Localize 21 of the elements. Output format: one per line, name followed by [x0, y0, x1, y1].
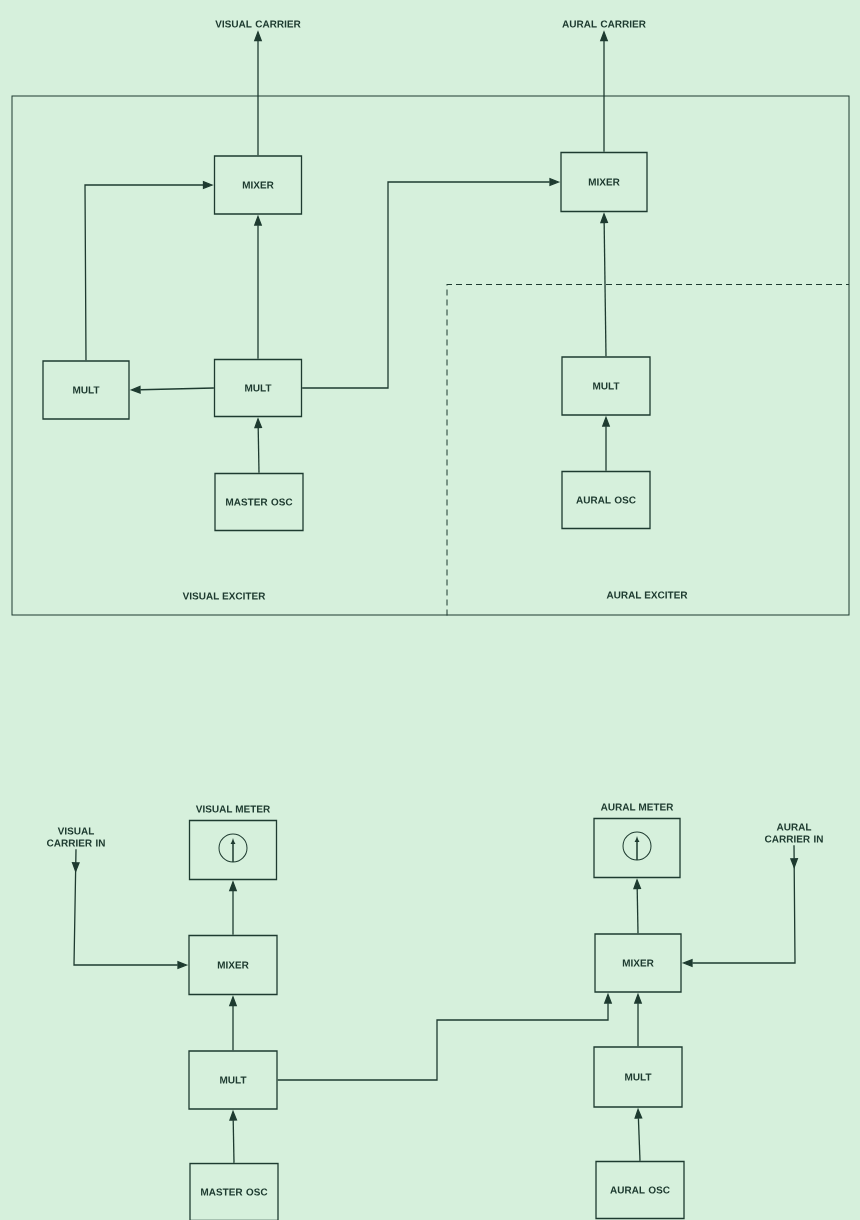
- block-box: MULT: [213, 358, 303, 418]
- signal-label: AURAL CARRIER: [562, 20, 646, 28]
- block-box: MIXER: [188, 934, 278, 996]
- block-box: MASTER OSC: [214, 472, 304, 532]
- block-box: MULT: [188, 1050, 278, 1110]
- section-label: VISUAL EXCITER: [182, 592, 266, 600]
- signal-label: AURAL CARRIER IN: [764, 823, 823, 843]
- signal-label: VISUAL CARRIER IN: [46, 827, 105, 847]
- block-box: MULT: [561, 356, 651, 416]
- section-label: AURAL EXCITER: [606, 591, 688, 599]
- block-box: AURAL OSC: [595, 1160, 685, 1220]
- block-box: MIXER: [213, 155, 303, 215]
- signal-label: VISUAL CARRIER: [215, 20, 301, 28]
- meter-label: AURAL METER: [600, 803, 674, 811]
- block-box: AURAL OSC: [561, 470, 651, 530]
- meter-label: VISUAL METER: [195, 805, 270, 813]
- block-box: MIXER: [560, 151, 648, 213]
- block-box: MASTER OSC: [189, 1162, 279, 1220]
- block-box: MULT: [593, 1046, 683, 1108]
- block-box: MIXER: [594, 933, 682, 993]
- block-box: MULT: [42, 360, 130, 420]
